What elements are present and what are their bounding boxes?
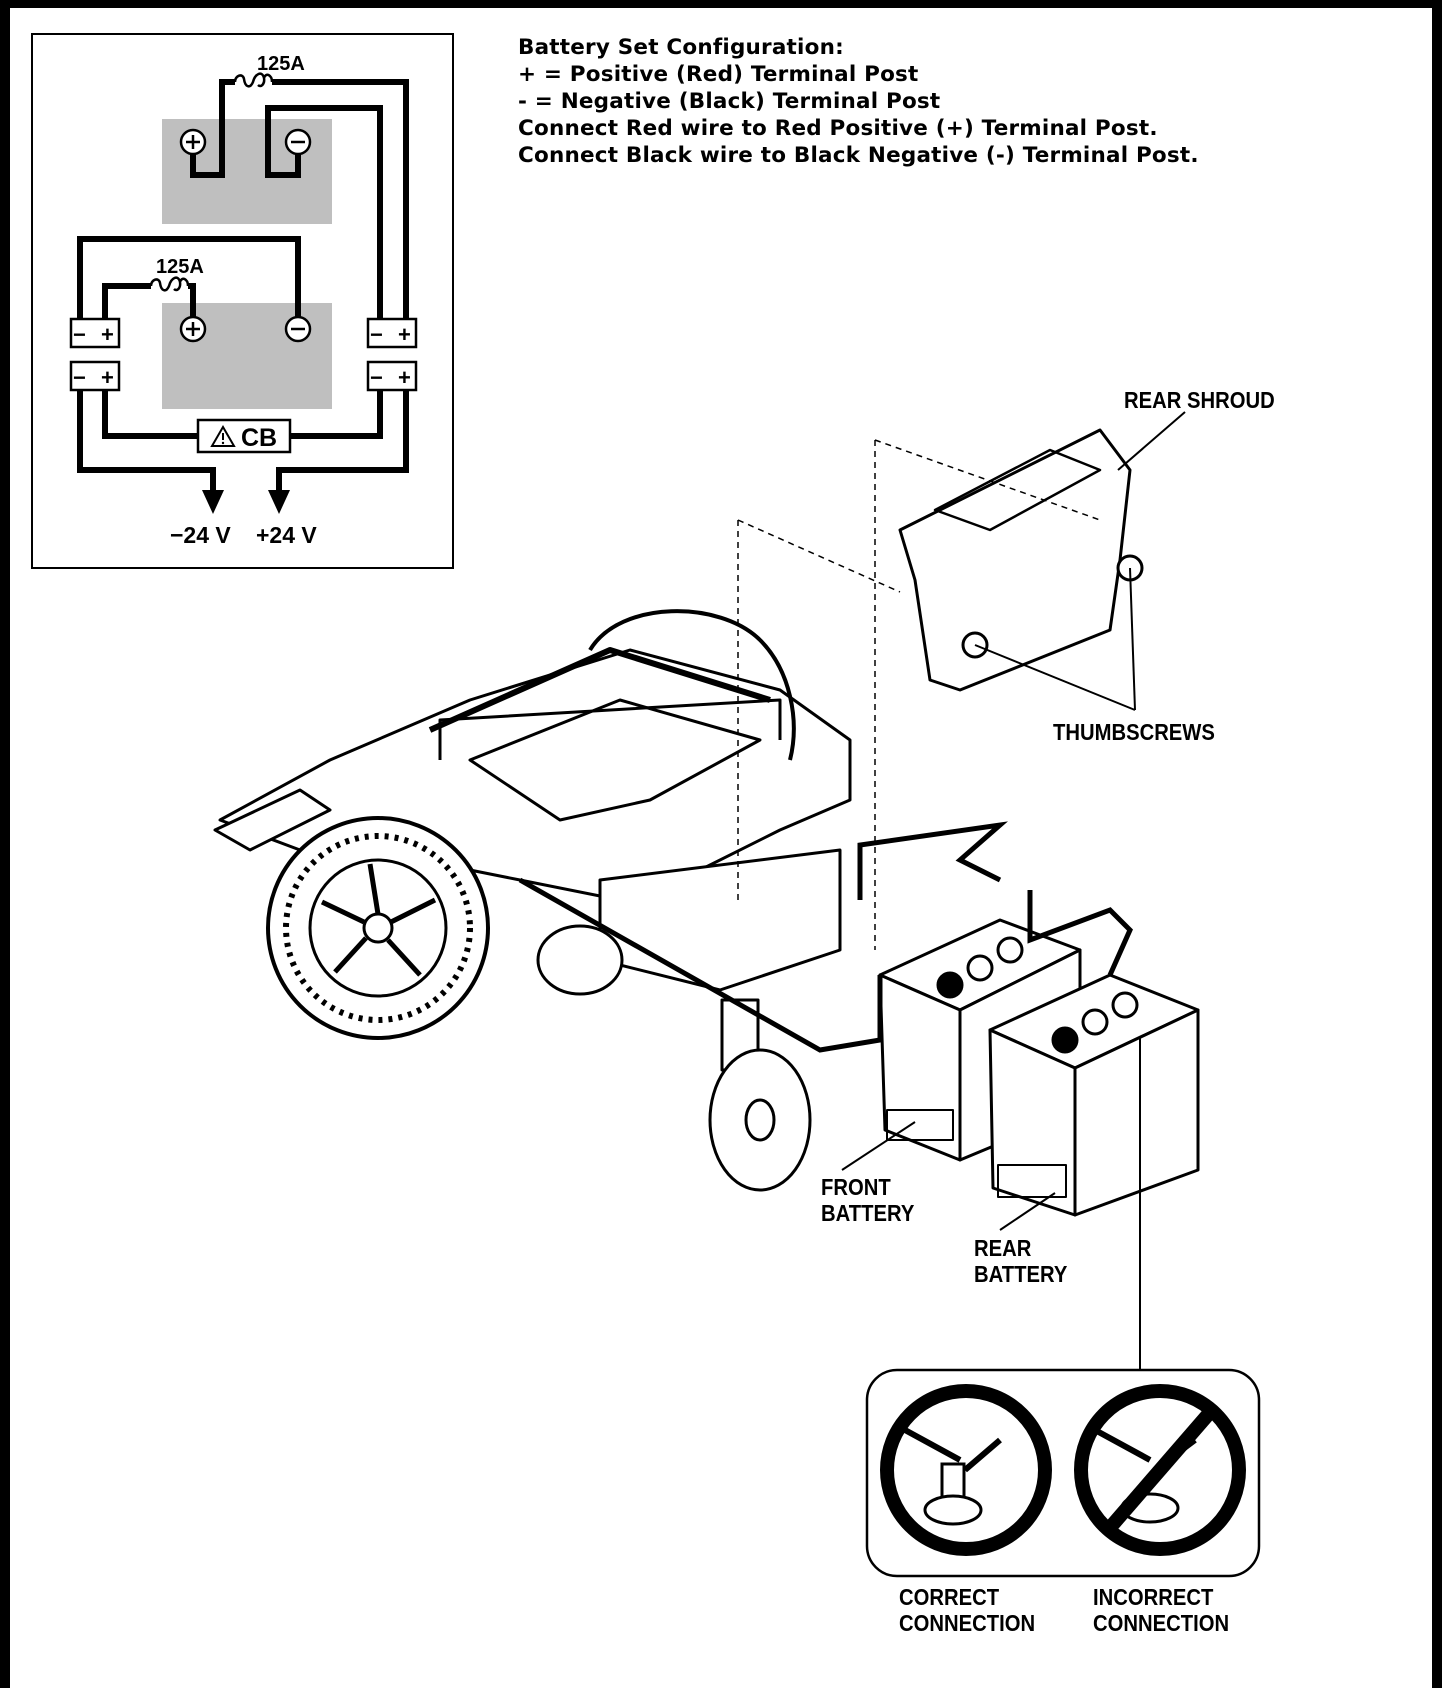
rear-battery-label	[997, 1164, 1067, 1198]
connector-minus: −	[73, 322, 86, 347]
incorrect-connection-panel	[1074, 1384, 1246, 1556]
terminal-symbols	[186, 135, 305, 336]
config-red-wire-note: Connect Red wire to Red Positive (+) Ter…	[518, 116, 1158, 141]
rear-fender	[588, 609, 796, 761]
drive-motor	[536, 924, 624, 996]
battery-harness-rear	[1027, 890, 1133, 977]
connector-minus: −	[370, 322, 383, 347]
bottom-negative-loop	[77, 236, 301, 331]
rear-battery-line-2: BATTERY	[974, 1261, 1068, 1287]
footplate	[213, 788, 332, 852]
rear-battery-side	[1073, 1008, 1200, 1217]
incorrect-connection-label: INCORRECT CONNECTION	[1093, 1584, 1229, 1636]
incorrect-line-2: CONNECTION	[1093, 1610, 1230, 1636]
battery-harness-upper	[857, 821, 1008, 900]
fuse-bottom-label: 125A	[156, 256, 204, 278]
connector-minus: −	[370, 365, 383, 390]
connector-minus: −	[73, 365, 86, 390]
rear-battery-line-1: REAR	[974, 1235, 1032, 1261]
config-positive-note: + = Positive (Red) Terminal Post	[518, 62, 919, 87]
breaker-right-wire	[290, 386, 383, 439]
thumbscrews-leader-left	[974, 644, 1136, 711]
battery-harness-lower	[518, 877, 883, 1053]
front-battery-label-text: FRONT BATTERY	[821, 1174, 914, 1226]
breaker-left-wire	[102, 386, 198, 439]
bottom-fuse-in-wire	[102, 283, 151, 331]
rear-battery-label-text: REAR BATTERY	[974, 1235, 1067, 1287]
rear-shroud-top	[933, 448, 1102, 532]
prohibited-slash-icon	[1102, 1405, 1218, 1535]
correct-line-2: CONNECTION	[899, 1610, 1036, 1636]
thumbscrews-leader-right	[1129, 567, 1136, 711]
top-positive-wire	[190, 79, 235, 178]
connectors	[69, 317, 418, 392]
neg-output-arrow-icon	[202, 490, 224, 514]
drive-wheel-spokes	[320, 863, 437, 977]
drive-wheel-tread	[283, 833, 473, 1023]
correct-line-1: CORRECT	[899, 1584, 1000, 1610]
rear-shroud	[898, 428, 1132, 692]
front-battery-line-1: FRONT	[821, 1174, 891, 1200]
fuse-top-icon	[233, 72, 274, 88]
top-rail	[428, 647, 771, 733]
config-negative-note: - = Negative (Black) Terminal Post	[518, 89, 941, 114]
pos-output-arrow-icon	[268, 490, 290, 514]
neg-output-label: −24 V	[170, 522, 231, 548]
connector-plus: +	[101, 322, 114, 347]
connector-plus: +	[398, 322, 411, 347]
circuit-breaker-label: CB	[241, 424, 277, 452]
battery-configuration-notes: Battery Set Configuration: + = Positive …	[518, 34, 1199, 169]
config-title: Battery Set Configuration:	[518, 35, 844, 60]
warning-triangle-icon	[210, 425, 236, 447]
neg-output-wire	[77, 386, 216, 492]
front-battery-leader	[841, 1121, 916, 1171]
thumbscrews-label: THUMBSCREWS	[1053, 719, 1215, 745]
config-black-wire-note: Connect Black wire to Black Negative (-)…	[518, 143, 1199, 168]
rear-shroud-label: REAR SHROUD	[1124, 387, 1275, 413]
connector-plus: +	[398, 365, 411, 390]
rear-shroud-leader	[1117, 411, 1186, 471]
front-battery-line-2: BATTERY	[821, 1200, 915, 1226]
bottom-positive-wire	[188, 283, 196, 329]
correct-connection-panel	[880, 1384, 1052, 1556]
fuse-bottom-icon	[149, 276, 190, 292]
fuse-top-label: 125A	[257, 53, 305, 75]
incorrect-line-1: INCORRECT	[1093, 1584, 1214, 1610]
correct-connection-label: CORRECT CONNECTION	[899, 1584, 1035, 1636]
connector-signs: − + − + − + − +	[73, 322, 411, 390]
seat-tube-front	[438, 698, 782, 760]
rear-battery-leader	[999, 1192, 1056, 1231]
connector-plus: +	[101, 365, 114, 390]
front-battery-label	[886, 1109, 954, 1141]
pos-output-label: +24 V	[256, 522, 317, 548]
top-negative-wire	[265, 105, 383, 331]
pos-output-wire	[276, 386, 409, 492]
top-fuse-out-wire	[272, 79, 409, 331]
drive-wheel-hub	[362, 912, 394, 944]
caster-hub	[744, 1098, 776, 1142]
